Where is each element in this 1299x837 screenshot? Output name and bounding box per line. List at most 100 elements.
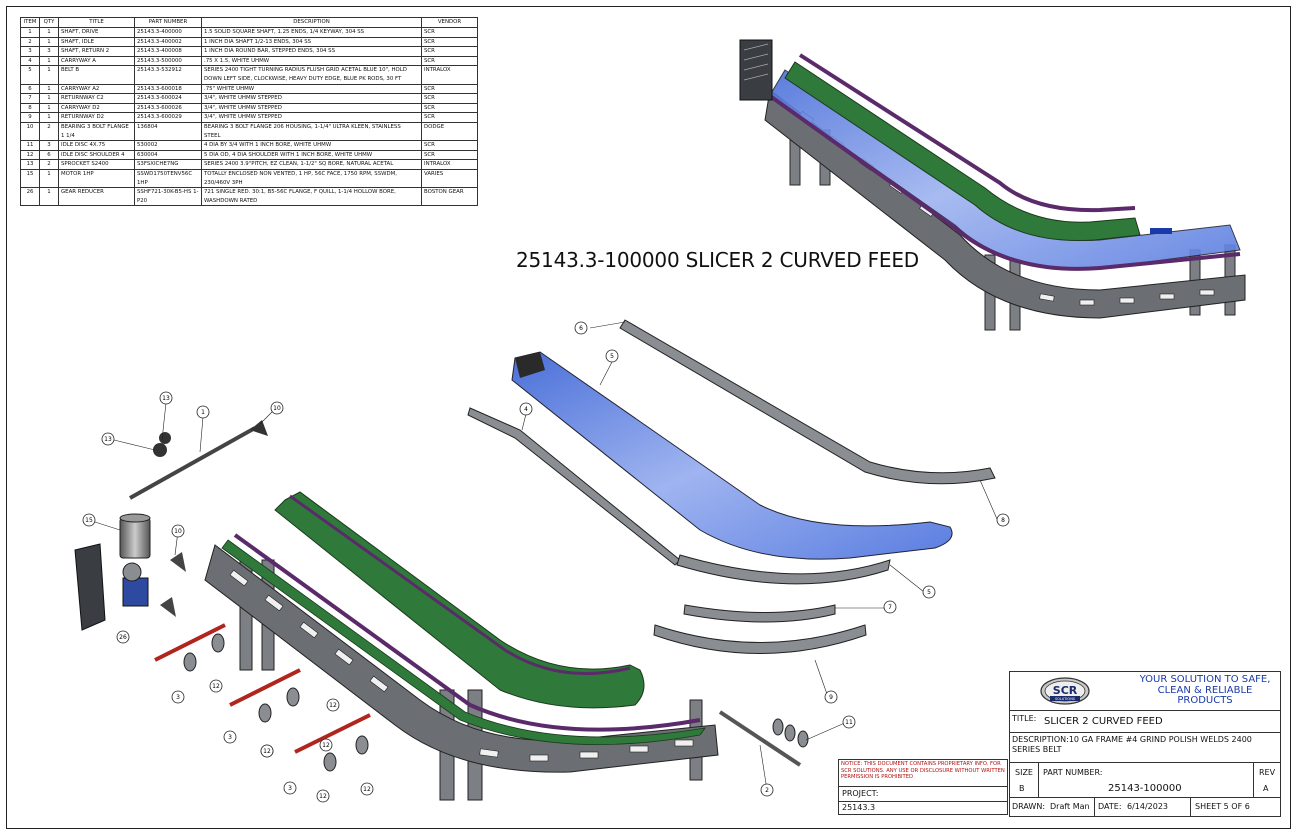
description-label: DESCRIPTION: xyxy=(1012,735,1069,744)
item-balloon: 13 xyxy=(159,391,173,405)
bom-cell-description: SERIES 2400 TIGHT TURNING RADIUS FLUSH G… xyxy=(201,65,422,85)
item-balloon: 8 xyxy=(996,513,1010,527)
item-balloon-label: 12 xyxy=(212,683,220,690)
bom-header-row: ITEM QTY TITLE PART NUMBER DESCRIPTION V… xyxy=(20,17,478,28)
size-part-rev-row: SIZE B PART NUMBER: 25143-100000 REV A xyxy=(1010,763,1280,798)
item-balloon: 2 xyxy=(760,783,774,797)
item-balloon-label: 4 xyxy=(524,406,528,413)
item-balloon-label: 12 xyxy=(263,748,271,755)
item-balloon-label: 12 xyxy=(329,702,337,709)
exploded-view xyxy=(74,319,998,801)
bom-cell-part-number: SSHF721-30K-B5-HS 1-P20 xyxy=(134,187,202,207)
title-value: SLICER 2 CURVED FEED xyxy=(1044,716,1163,727)
drawn-value: Draft Man xyxy=(1050,802,1090,811)
item-balloon: 12 xyxy=(260,744,274,758)
logo-text: SCR xyxy=(1053,684,1078,697)
item-balloon: 12 xyxy=(316,789,330,803)
sheet-label: SHEET 5 OF 6 xyxy=(1195,802,1250,811)
bom-cell-item: 26 xyxy=(20,187,40,207)
item-balloon: 3 xyxy=(223,730,237,744)
bill-of-materials-table: ITEM QTY TITLE PART NUMBER DESCRIPTION V… xyxy=(20,17,478,207)
title-label: TITLE: xyxy=(1012,714,1037,723)
project-value: 25143.3 xyxy=(842,803,876,812)
item-balloon: 7 xyxy=(883,600,897,614)
scr-solutions-logo: SCR SOLUTIONS xyxy=(1040,677,1090,705)
item-balloon: 6 xyxy=(574,321,588,335)
bom-cell-vendor: INTRALOX xyxy=(421,65,478,85)
item-balloon-label: 10 xyxy=(174,528,182,535)
title-row: TITLE: SLICER 2 CURVED FEED xyxy=(1010,711,1280,733)
item-balloon-label: 3 xyxy=(228,734,232,741)
date-label: DATE: xyxy=(1098,802,1122,811)
item-balloon: 12 xyxy=(326,698,340,712)
item-balloon-label: 9 xyxy=(829,694,833,701)
assembled-conveyor-view xyxy=(739,39,1246,331)
title-block-logo-row: SCR SOLUTIONS YOUR SOLUTION TO SAFE, CLE… xyxy=(1010,672,1280,711)
sheet-border xyxy=(6,6,1291,829)
date-value: 6/14/2023 xyxy=(1127,802,1169,811)
item-balloon-label: 7 xyxy=(888,604,892,611)
item-balloon: 12 xyxy=(360,782,374,796)
item-balloon-label: 13 xyxy=(162,395,170,402)
item-balloon: 5 xyxy=(922,585,936,599)
description-value: 10 GA FRAME #4 GRIND POLISH WELDS 2400 S… xyxy=(1012,735,1252,754)
item-balloon-label: 8 xyxy=(1001,517,1005,524)
bom-cell-item: 10 xyxy=(20,121,40,142)
item-balloon: 1 xyxy=(196,405,210,419)
proprietary-notice-box: NOTICE: THIS DOCUMENT CONTAINS PROPRIETA… xyxy=(838,759,1008,815)
item-balloon: 10 xyxy=(171,524,185,538)
item-balloon-label: 13 xyxy=(104,436,112,443)
part-number-label: PART NUMBER: xyxy=(1043,768,1103,777)
balloon-layer: 6541311013151026857912312123121231212112 xyxy=(82,321,1010,803)
bom-cell-part-number: 25143.3-532912 xyxy=(134,65,202,85)
item-balloon: 13 xyxy=(101,432,115,446)
proprietary-notice-text: NOTICE: THIS DOCUMENT CONTAINS PROPRIETA… xyxy=(839,760,1007,787)
item-balloon: 12 xyxy=(319,738,333,752)
item-balloon-label: 3 xyxy=(288,785,292,792)
drawn-label: DRAWN: xyxy=(1012,802,1046,811)
item-balloon: 5 xyxy=(605,349,619,363)
item-balloon: 4 xyxy=(519,402,533,416)
description-row: DESCRIPTION:10 GA FRAME #4 GRIND POLISH … xyxy=(1010,733,1280,763)
item-balloon-label: 12 xyxy=(322,742,330,749)
item-balloon-label: 1 xyxy=(201,409,205,416)
item-balloon: 11 xyxy=(842,715,856,729)
size-value: B xyxy=(1019,784,1025,793)
item-balloon: 12 xyxy=(209,679,223,693)
item-balloon: 9 xyxy=(824,690,838,704)
item-balloon-label: 11 xyxy=(845,719,853,726)
part-number-value: 25143-100000 xyxy=(1108,783,1182,794)
item-balloon-label: 2 xyxy=(765,787,769,794)
item-balloon-label: 3 xyxy=(176,694,180,701)
item-balloon-label: 6 xyxy=(579,325,583,332)
company-tagline: YOUR SOLUTION TO SAFE, CLEAN & RELIABLE … xyxy=(1139,674,1271,706)
item-balloon-label: 12 xyxy=(319,793,327,800)
title-block: SCR SOLUTIONS YOUR SOLUTION TO SAFE, CLE… xyxy=(1009,671,1281,817)
project-label: PROJECT: xyxy=(839,787,1007,802)
item-balloon-label: 26 xyxy=(119,634,127,641)
item-balloon-label: 12 xyxy=(363,786,371,793)
bom-cell-description: BEARING 3 BOLT FLANGE 206 HOUSING, 1-1/4… xyxy=(201,121,422,142)
bom-cell-title: BELT B xyxy=(58,65,135,85)
item-balloon: 26 xyxy=(116,630,130,644)
size-label: SIZE xyxy=(1015,768,1033,777)
item-balloon-label: 10 xyxy=(273,405,281,412)
logo-subtext: SOLUTIONS xyxy=(1055,697,1076,701)
bom-cell-vendor: DODGE xyxy=(421,121,478,142)
item-balloon: 15 xyxy=(82,513,96,527)
drawn-date-sheet-row: DRAWN: Draft Man DATE: 6/14/2023 SHEET 5… xyxy=(1010,798,1280,817)
rev-label: REV xyxy=(1259,768,1276,777)
item-balloon-label: 15 xyxy=(85,517,93,524)
rev-value: A xyxy=(1263,784,1269,793)
drawing-title: 25143.3-100000 SLICER 2 CURVED FEED xyxy=(516,248,919,272)
bom-header-vendor: VENDOR xyxy=(421,17,478,28)
